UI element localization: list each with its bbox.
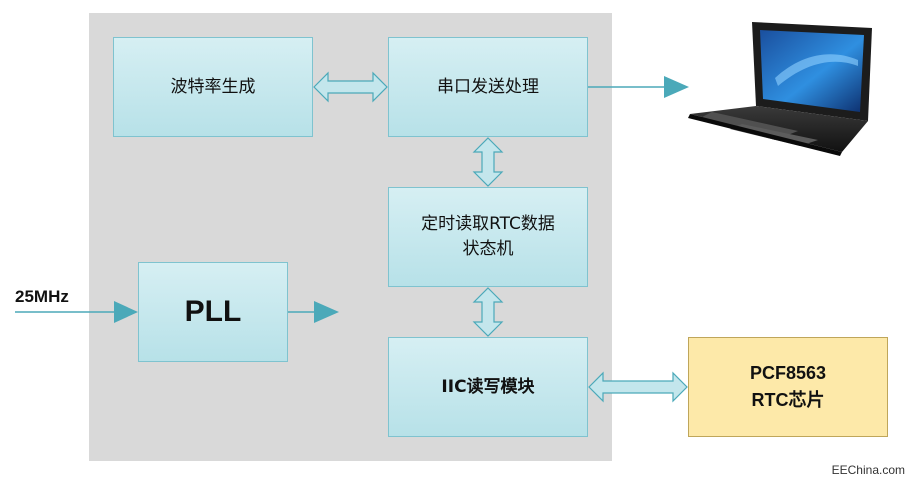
uart-tx-label: 串口发送处理 — [437, 76, 539, 97]
pll-block: PLL — [138, 262, 288, 362]
pll-output-arrowhead — [314, 301, 339, 323]
iic-rtc-connector — [588, 371, 688, 403]
laptop-icon — [688, 22, 872, 156]
clock-input-arrowhead — [114, 301, 138, 323]
iic-module-label: IIC读写模块 — [441, 376, 535, 397]
rtc-chip-label-line2: RTC芯片 — [751, 390, 825, 410]
fsm-iic-connector — [472, 287, 504, 337]
rtc-chip-block: PCF8563 RTC芯片 — [688, 337, 888, 437]
baud-rate-generator-block: 波特率生成 — [113, 37, 313, 137]
uart-output-arrowhead — [664, 76, 689, 98]
iic-module-block: IIC读写模块 — [388, 337, 588, 437]
baud-rate-generator-label: 波特率生成 — [170, 76, 256, 97]
rtc-read-fsm-label-line1: 定时读取RTC数据 — [421, 214, 555, 235]
rtc-chip-label-line1: PCF8563 — [749, 363, 827, 383]
rtc-read-fsm-label-line2: 状态机 — [462, 239, 514, 259]
rtc-read-fsm-block: 定时读取RTC数据 状态机 — [388, 187, 588, 287]
clock-input-label: 25MHz — [15, 287, 69, 306]
baud-uart-connector — [313, 71, 388, 103]
watermark: EEChina.com — [831, 463, 905, 477]
uart-tx-block: 串口发送处理 — [388, 37, 588, 137]
pll-label: PLL — [184, 295, 242, 329]
uart-fsm-connector — [472, 137, 504, 187]
